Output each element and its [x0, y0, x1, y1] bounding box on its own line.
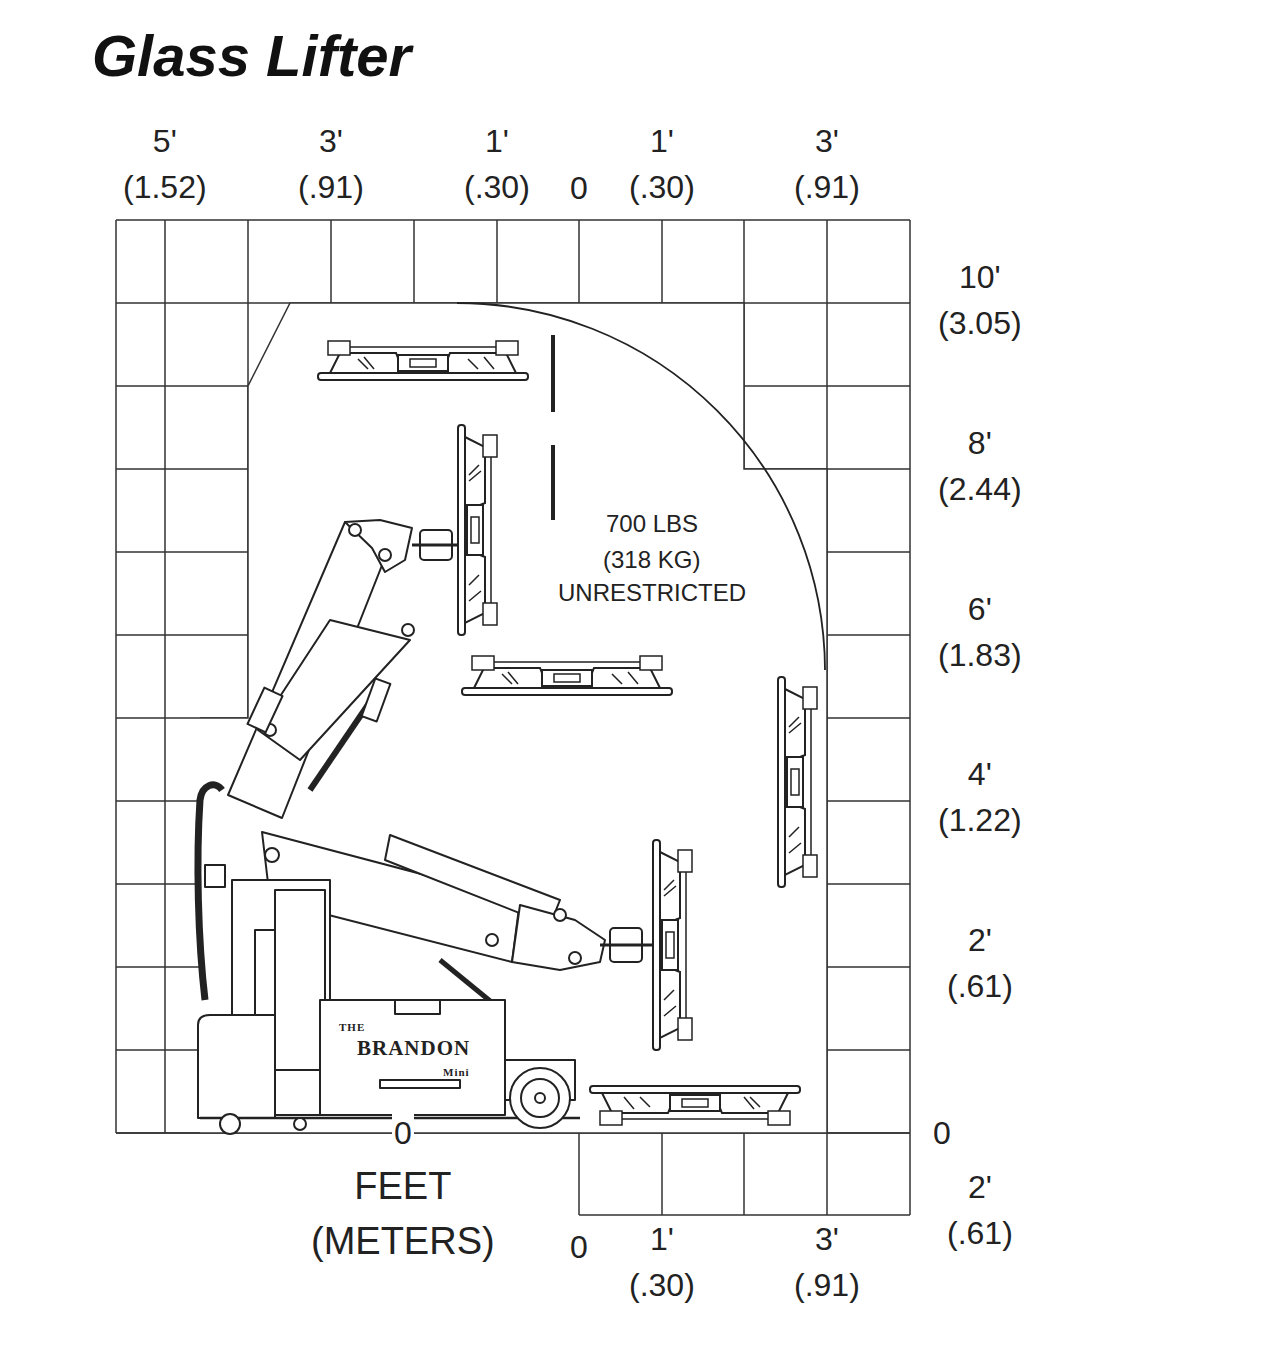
axis-label: 5' (1.52) [121, 118, 209, 211]
axis-label: FEET (METERS) [309, 1159, 497, 1269]
machine-brand: THE [337, 1021, 367, 1033]
vacuum-pad [653, 840, 692, 1050]
axis-label: 0 [931, 1110, 953, 1156]
vacuum-pad [462, 656, 672, 695]
region-border [116, 303, 910, 1133]
reach-arc [457, 303, 825, 670]
axis-label: 3' (.91) [296, 118, 366, 211]
vacuum-pad [318, 341, 528, 380]
axis-label: 0 [568, 165, 590, 211]
axis-label: 4' (1.22) [936, 751, 1024, 844]
glass-lifter-machine [198, 520, 652, 1134]
glass-edge [551, 335, 555, 520]
axis-label: 10' (3.05) [936, 254, 1024, 347]
capacity-note: 700 LBS [604, 507, 700, 542]
machine-brand: BRANDON [355, 1037, 472, 1060]
capacity-note: (318 KG) [601, 543, 702, 578]
machine-brand: Mini [441, 1066, 472, 1078]
axis-label: 6' (1.83) [936, 586, 1024, 679]
capacity-note: UNRESTRICTED [556, 576, 748, 611]
axis-label: 1' (.30) [627, 118, 697, 211]
axis-label: 2' (.61) [945, 917, 1015, 1010]
axis-label: 8' (2.44) [936, 420, 1024, 513]
axis-label: 0 [392, 1110, 414, 1156]
axis-label: 3' (.91) [792, 1216, 862, 1309]
axis-label: 2' (.61) [945, 1164, 1015, 1257]
chart-title: Glass Lifter [92, 22, 411, 89]
axis-label: 1' (.30) [462, 118, 532, 211]
axis-label: 3' (.91) [792, 118, 862, 211]
vacuum-pad [458, 425, 497, 635]
vacuum-pad [590, 1086, 800, 1125]
vacuum-pad [778, 677, 817, 887]
axis-label: 0 [568, 1224, 590, 1270]
working-region [200, 303, 827, 1133]
axis-label: 1' (.30) [627, 1216, 697, 1309]
grid-lines [116, 220, 910, 1215]
